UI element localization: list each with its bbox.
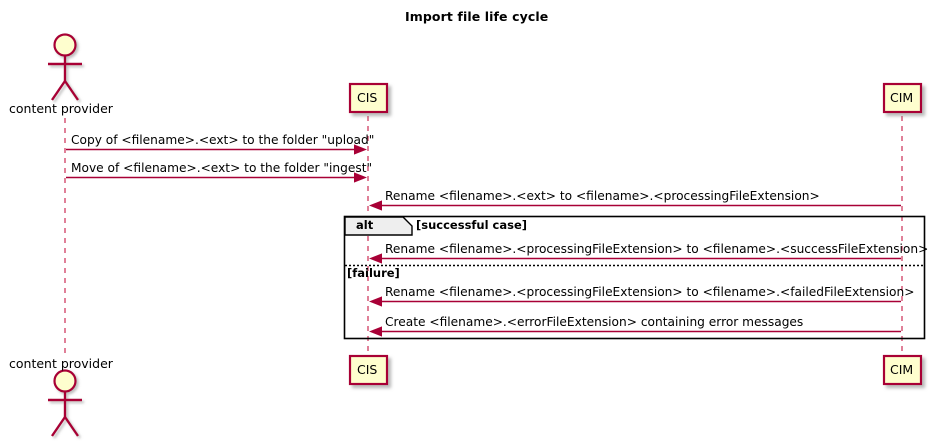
actor-label-bottom: content provider	[9, 356, 113, 371]
participant-boxes	[348, 82, 923, 386]
participant-label-cis-top[interactable]: CIS	[357, 90, 378, 105]
actor-figure-top	[48, 33, 82, 101]
arrow-msg-1	[66, 144, 367, 155]
participant-box-cis-bottom	[348, 354, 389, 386]
participant-box-cim-top	[882, 82, 923, 114]
message-arrows	[66, 144, 901, 337]
participant-box-cim-bottom	[882, 354, 923, 386]
participant-label-cim-top[interactable]: CIM	[890, 90, 914, 105]
participant-label-cim-bottom[interactable]: CIM	[890, 362, 914, 377]
alt-operator-label: alt	[356, 218, 374, 232]
alt-guard-failure: [failure]	[347, 266, 400, 280]
arrow-msg-6	[369, 326, 901, 337]
participant-label-cis-bottom[interactable]: CIS	[357, 362, 378, 377]
arrow-msg-2	[66, 172, 367, 183]
message-label-msg-1: Copy of <filename>.<ext> to the folder "…	[71, 133, 375, 147]
message-label-msg-5: Rename <filename>.<processingFileExtensi…	[385, 285, 915, 299]
arrow-msg-5	[369, 296, 901, 307]
alt-operator-tab	[344, 216, 413, 236]
message-label-msg-4: Rename <filename>.<processingFileExtensi…	[385, 242, 929, 256]
arrow-msg-3	[369, 200, 901, 211]
message-label-msg-3: Rename <filename>.<ext> to <filename>.<p…	[385, 189, 820, 203]
message-label-msg-6: Create <filename>.<errorFileExtension> c…	[385, 315, 804, 329]
arrow-msg-4	[369, 253, 901, 264]
diagram-title: Import file life cycle	[405, 9, 549, 24]
message-label-msg-2: Move of <filename>.<ext> to the folder "…	[71, 161, 373, 175]
actor-figure-bottom	[48, 369, 82, 437]
participant-box-cis-top	[348, 82, 389, 114]
alt-fragment-frame	[343, 215, 926, 340]
alt-guard-successful-case: [successful case]	[416, 218, 528, 232]
actor-label-top: content provider	[9, 101, 113, 116]
